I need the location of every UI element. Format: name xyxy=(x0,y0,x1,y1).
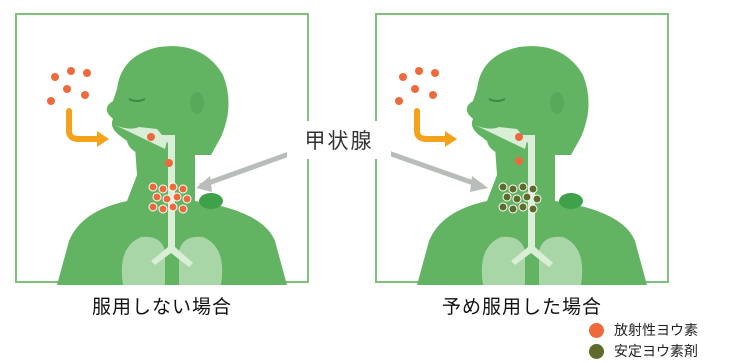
legend-label: 安定ヨウ素剤 xyxy=(614,341,698,361)
legend-dot-stable xyxy=(589,344,604,359)
thyroid-callout-label: 甲状腺 xyxy=(287,121,391,159)
caption-with-iodine: 予め服用した場合 xyxy=(375,292,669,319)
human-figure-illustration xyxy=(377,15,671,285)
panel-with-iodine xyxy=(375,13,669,283)
legend-dot-radioactive xyxy=(589,323,604,338)
legend-label: 放射性ヨウ素 xyxy=(614,320,698,340)
legend-item-stable-iodine: 安定ヨウ素剤 xyxy=(589,341,698,361)
caption-without-iodine: 服用しない場合 xyxy=(15,292,309,319)
panel-without-iodine xyxy=(15,13,309,283)
legend-item-radioactive-iodine: 放射性ヨウ素 xyxy=(589,320,698,340)
human-figure-illustration xyxy=(17,15,311,285)
